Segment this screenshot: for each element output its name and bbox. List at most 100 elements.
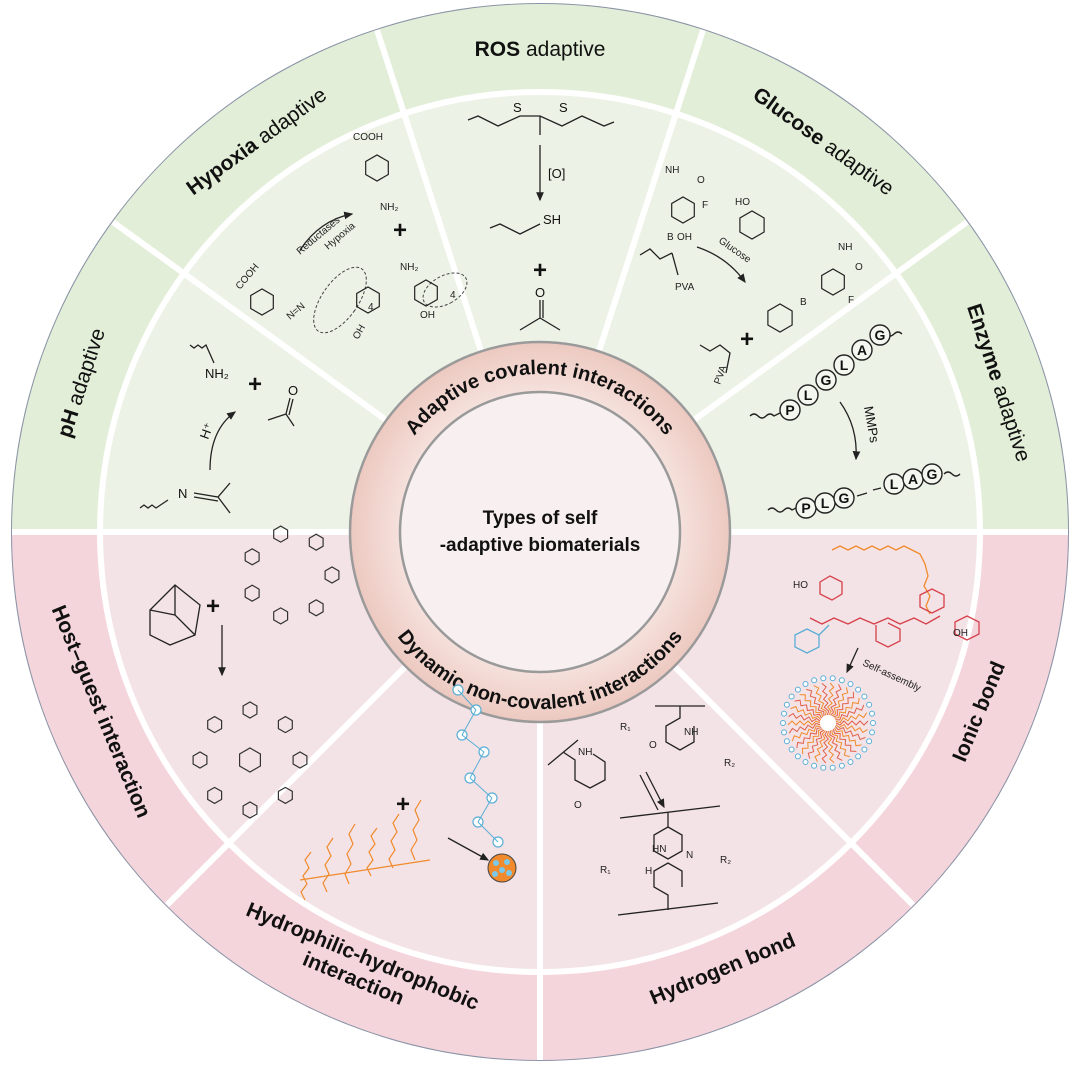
ros-oxidant: [O] xyxy=(548,166,565,181)
hb-r1: R₁ xyxy=(620,722,631,733)
glucose-unit xyxy=(324,566,340,584)
ionic-bond-scheme: HO OH Self-assembly xyxy=(780,545,980,771)
micelle-head xyxy=(802,759,809,765)
hydrophobic-chain xyxy=(322,837,334,893)
ph-proton: H⁺ xyxy=(197,421,217,441)
hypoxia-plus: + xyxy=(393,217,407,244)
micelle-head xyxy=(802,681,809,687)
backbone-link xyxy=(469,751,485,779)
hydrophilic-plus: + xyxy=(396,791,410,818)
glucose-f-2: F xyxy=(848,295,854,306)
amino-acid-letter: G xyxy=(875,327,886,343)
hb-r1-dimer: R₁ xyxy=(600,865,611,876)
glucose-o-2: O xyxy=(855,262,863,273)
amino-acid-bead xyxy=(833,487,855,509)
micelle-head xyxy=(820,764,827,771)
micelle-tail xyxy=(799,694,824,718)
fragment-bead: A xyxy=(902,468,924,490)
hypoxia-cooh-2: COOH xyxy=(353,132,383,143)
micelle-tail xyxy=(791,725,821,742)
benzene-ring xyxy=(365,154,389,182)
micelle-head xyxy=(780,720,786,726)
micelle-head xyxy=(781,729,787,736)
hb-n: N xyxy=(686,850,693,861)
peptide-bead: A xyxy=(851,339,873,361)
micelle-head xyxy=(861,746,868,753)
ph-amine: NH₂ xyxy=(205,366,229,381)
amino-acid-bead xyxy=(815,369,837,391)
amino-acid-bead xyxy=(921,463,943,485)
micelle-tail xyxy=(787,720,821,726)
fragment-bead: G xyxy=(921,463,943,485)
micelle-tail xyxy=(829,730,843,761)
hypoxia-highlight-1 xyxy=(313,266,367,334)
glucose-b-2: B xyxy=(800,297,807,308)
host-guest-plus: + xyxy=(206,593,220,620)
micelle-head xyxy=(866,738,873,745)
micelle-head xyxy=(870,720,876,726)
backbone-link xyxy=(457,689,477,711)
micelle-head xyxy=(794,686,801,693)
micelle-tail xyxy=(835,720,869,726)
amino-acid-bead xyxy=(851,339,873,361)
hydrophobic-chain xyxy=(410,799,422,861)
center-disc xyxy=(398,390,682,674)
micelle-tail xyxy=(834,727,862,747)
amino-acid-bead xyxy=(869,324,891,346)
nanoparticle-dot xyxy=(506,870,512,876)
ros-thiol: SH xyxy=(543,212,561,227)
enzyme-scheme: MMPs xyxy=(749,331,961,513)
micelle-tail xyxy=(813,685,827,716)
glucose-f-1: F xyxy=(702,200,708,211)
glucose-unit xyxy=(273,525,289,543)
micelle-head xyxy=(783,701,790,708)
micelle-tail xyxy=(788,712,821,723)
backbone-link xyxy=(461,709,477,736)
micelle-tail xyxy=(833,691,855,718)
micelle-tail xyxy=(827,682,835,716)
backbone-link xyxy=(477,821,499,843)
micelle-head xyxy=(869,729,875,736)
hb-o-1: O xyxy=(574,800,582,811)
micelle-tail xyxy=(835,723,868,734)
glucose-oh: OH xyxy=(677,232,692,243)
peptide-backbone xyxy=(809,575,980,648)
amino-acid-letter: L xyxy=(890,476,899,492)
micelle-tail xyxy=(831,687,849,717)
ph-imine-nitrogen: N xyxy=(178,486,187,501)
adamantane-icon xyxy=(149,584,201,646)
fragment-bead: L xyxy=(814,492,836,514)
amino-acid-bead xyxy=(833,354,855,376)
host-guest-scheme: + xyxy=(149,584,226,677)
micelle-head xyxy=(838,762,845,769)
hb-nh-2: NH xyxy=(684,727,698,738)
micelle-head xyxy=(866,701,873,708)
backbone-link xyxy=(461,734,485,753)
micelle-tail xyxy=(835,704,865,721)
ros-sulfur-1: S xyxy=(513,100,522,115)
ionic-oh: OH xyxy=(953,628,968,639)
micelle-tail xyxy=(796,727,822,749)
glucose-b-1: B xyxy=(667,232,674,243)
hydrophobic-chain xyxy=(344,823,356,885)
divider xyxy=(164,663,409,908)
hb-hn: HN xyxy=(652,844,666,855)
amino-acid-letter: P xyxy=(801,500,810,516)
divider xyxy=(692,219,969,423)
benzene-ring xyxy=(671,196,695,224)
hypoxia-sub-2: 4 xyxy=(450,290,456,301)
enzyme-mmps: MMPs xyxy=(861,405,882,444)
amino-acid-letter: L xyxy=(821,495,830,511)
micelle-head xyxy=(788,746,795,753)
hydrophobic-chain xyxy=(300,851,312,901)
micelle-icon xyxy=(780,675,876,771)
benzene-ring xyxy=(821,268,845,296)
micelle-tail xyxy=(801,728,823,755)
nanoparticle-dot xyxy=(499,867,505,873)
micelle-tail xyxy=(832,728,857,752)
benzene-ring xyxy=(356,286,380,314)
micelle-tail xyxy=(834,725,866,741)
micelle-tail xyxy=(834,697,860,719)
glucose-unit xyxy=(277,715,293,734)
hydrophobic-chain xyxy=(388,813,400,869)
